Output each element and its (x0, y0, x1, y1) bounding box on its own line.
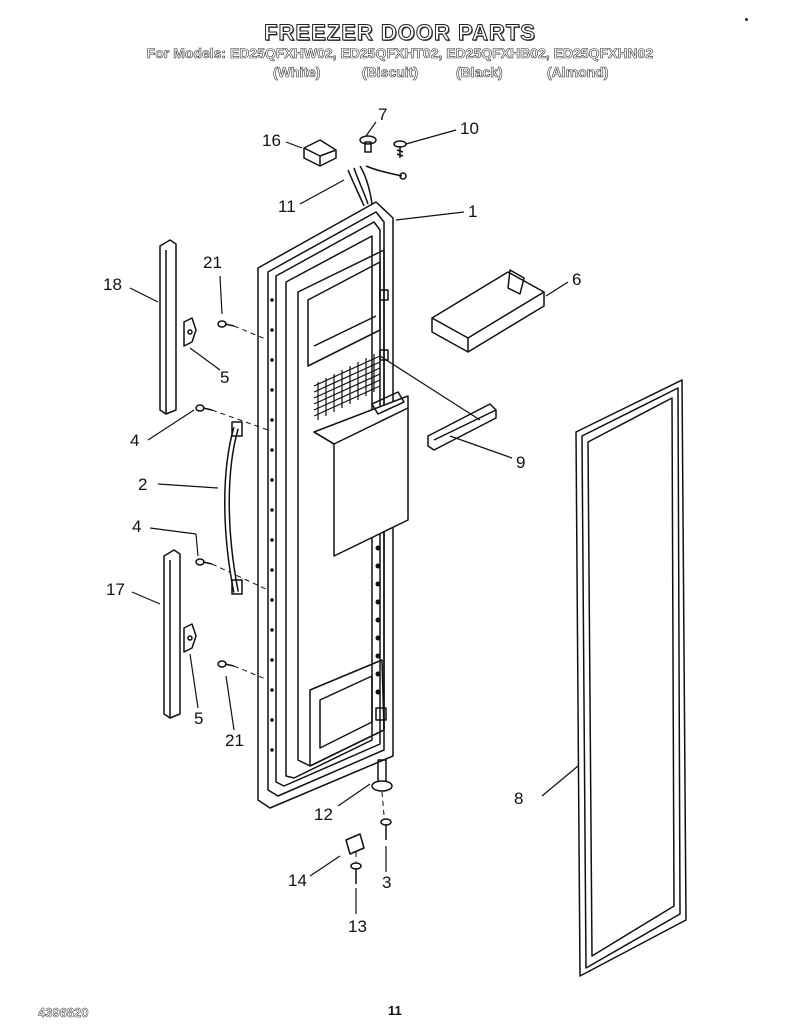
part-17-trim-strip (163, 549, 181, 719)
callout-6: 6 (572, 270, 581, 289)
part-16-connector (303, 139, 337, 167)
callout-8: 8 (514, 789, 523, 808)
part-10-screw (393, 140, 407, 158)
part-3-screw (380, 818, 392, 840)
callout-21-bottom: 21 (225, 731, 244, 750)
part-2-handle (224, 421, 243, 595)
callout-12: 12 (314, 805, 333, 824)
callout-4-bottom: 4 (132, 517, 141, 536)
part-4-screw-top (195, 404, 213, 412)
color-black: (Black) (456, 64, 503, 81)
callout-11: 11 (278, 197, 296, 216)
assembly-guides (211, 325, 385, 862)
callout-17: 17 (106, 580, 125, 599)
leader-lines (129, 121, 579, 914)
page-title: FREEZER DOOR PARTS (264, 20, 536, 46)
callout-5-top: 5 (220, 368, 229, 387)
callout-2: 2 (138, 475, 147, 494)
callout-7: 7 (378, 105, 387, 124)
callout-13: 13 (348, 917, 367, 936)
part-12-hinge (371, 759, 393, 792)
part-9-trim-bar (427, 403, 497, 451)
door-panel (257, 201, 409, 809)
color-almond: (Almond) (547, 64, 609, 81)
part-14-bracket (345, 833, 365, 855)
color-biscuit: (Biscuit) (362, 64, 419, 81)
part-21-screw-top (217, 320, 235, 328)
callout-16: 16 (262, 131, 281, 150)
callout-14: 14 (288, 871, 307, 890)
callout-5-bottom: 5 (194, 709, 203, 728)
part-6-door-bin (431, 269, 545, 353)
page-number: 11 (388, 1003, 402, 1018)
part-11-wire-harness (347, 165, 407, 207)
part-7-screw (359, 135, 377, 153)
part-18-trim-strip (159, 239, 177, 415)
callout-10: 10 (460, 119, 479, 138)
part-21-screw-bottom (217, 660, 235, 668)
callout-3: 3 (382, 873, 391, 892)
document-number: 4396820 (38, 1005, 89, 1021)
color-white: (White) (273, 64, 321, 81)
callout-21-top: 21 (203, 253, 222, 272)
callout-4-top: 4 (130, 431, 139, 450)
callout-1: 1 (468, 202, 477, 221)
part-13-screw (350, 862, 362, 884)
part-4-screw-bottom (195, 558, 213, 566)
part-5-clip-top (183, 317, 197, 347)
callout-9: 9 (516, 453, 525, 472)
part-5-clip-bottom (183, 623, 197, 653)
stray-dot (745, 18, 748, 21)
callout-18: 18 (103, 275, 122, 294)
models-line: For Models: ED25QFXHW02, ED25QFXHT02, ED… (146, 45, 654, 62)
part-8-door-gasket (575, 379, 687, 977)
